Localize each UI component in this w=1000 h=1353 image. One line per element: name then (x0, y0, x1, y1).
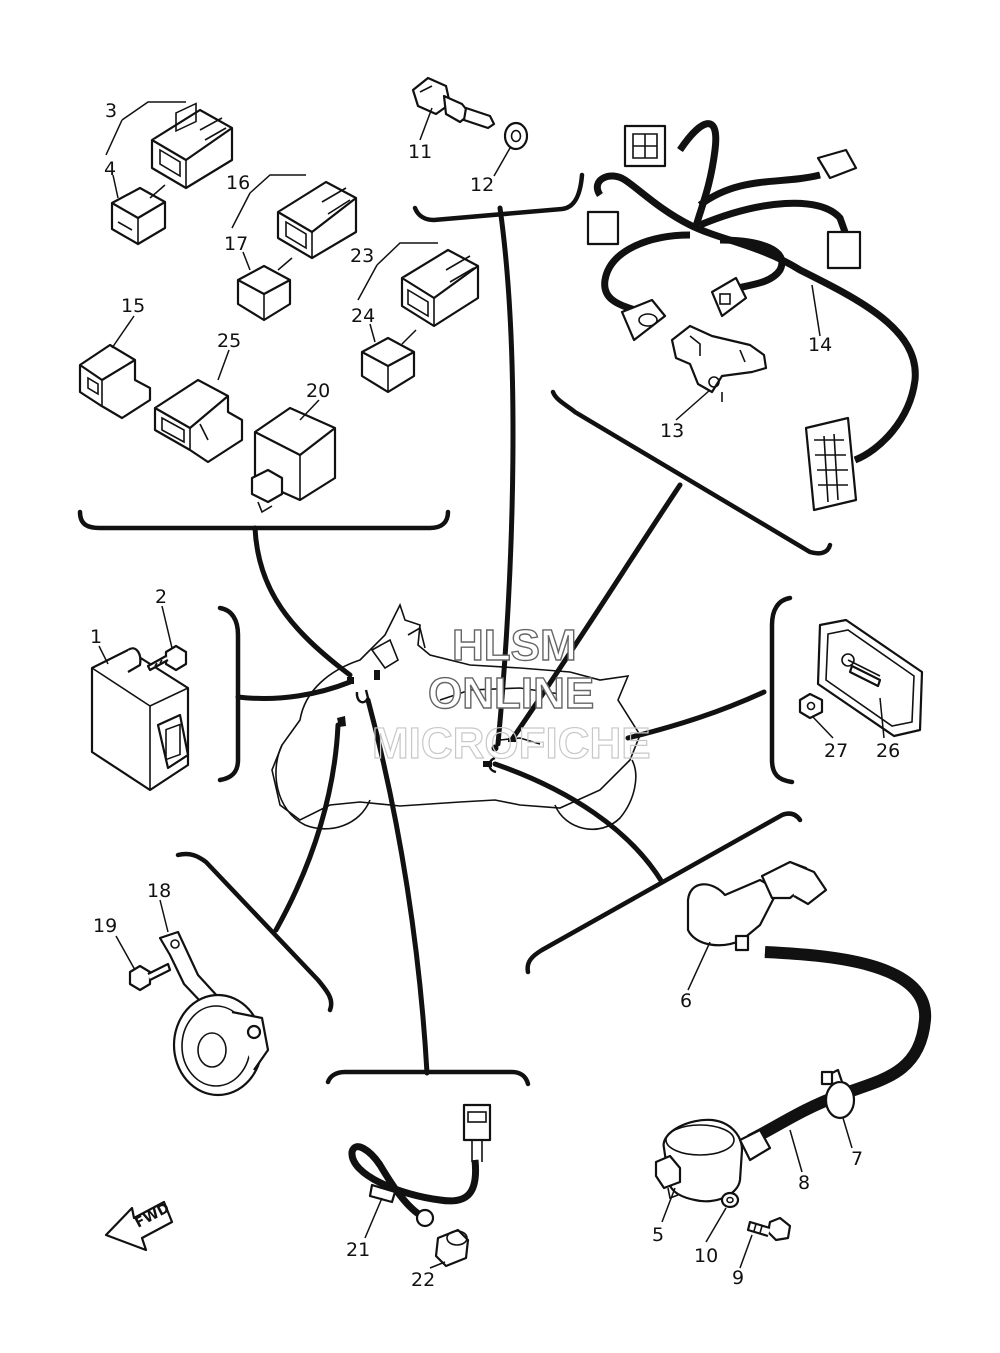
high-tension-cord-8[interactable] (747, 946, 932, 1146)
coupler-23[interactable] (400, 248, 480, 328)
motorcycle-silhouette (271, 602, 641, 831)
callout-25: 25 (217, 330, 241, 352)
callout-22: 22 (411, 1269, 435, 1291)
wire-harness-14[interactable] (586, 120, 919, 512)
callout-5: 5 (652, 1224, 664, 1246)
coupler-cover-4[interactable] (110, 186, 167, 246)
relay-20[interactable] (250, 406, 337, 514)
horn[interactable] (172, 993, 270, 1097)
callout-23: 23 (350, 245, 374, 267)
bolt-19[interactable] (128, 962, 172, 992)
washer-10[interactable] (720, 1191, 740, 1209)
group-brackets (77, 172, 833, 1087)
callout-20: 20 (306, 380, 330, 402)
clamp-7[interactable] (820, 1068, 856, 1120)
callout-leaders (98, 101, 885, 1269)
bolt-2[interactable] (146, 644, 188, 672)
damper-22[interactable] (434, 1228, 470, 1268)
watermark-line-3: MICROFICHE (372, 719, 651, 768)
callout-9: 9 (732, 1267, 744, 1289)
connector-lines (235, 205, 767, 1076)
sensor-11[interactable] (411, 76, 496, 130)
washer-12[interactable] (503, 121, 529, 151)
coupler-16[interactable] (276, 180, 358, 260)
callout-4: 4 (104, 158, 116, 180)
callout-6: 6 (680, 990, 692, 1012)
callout-12: 12 (470, 174, 494, 196)
watermark-line-2: ONLINE (428, 669, 594, 718)
fwd-arrow: FWD (104, 1200, 174, 1252)
callout-numbers: 3 4 16 17 23 24 15 25 20 11 12 14 13 1 2… (90, 100, 900, 1291)
callout-7: 7 (851, 1148, 863, 1170)
callout-18: 18 (147, 880, 171, 902)
callout-14: 14 (808, 334, 832, 356)
callout-11: 11 (408, 141, 432, 163)
coupler-15[interactable] (78, 343, 152, 420)
callout-1: 1 (90, 626, 102, 648)
coupler-cover-24[interactable] (360, 336, 416, 394)
callout-2: 2 (155, 586, 167, 608)
callout-13: 13 (660, 420, 684, 442)
lead-wire-21[interactable] (348, 1103, 492, 1228)
callout-10: 10 (694, 1245, 718, 1267)
sensor-13[interactable] (670, 324, 768, 402)
lead-16-17 (277, 257, 293, 271)
ignition-coil-5[interactable] (654, 1118, 772, 1203)
callout-17: 17 (224, 233, 248, 255)
watermark-line-1: HLSM (452, 621, 577, 670)
callout-19: 19 (93, 915, 117, 937)
callout-8: 8 (798, 1172, 810, 1194)
lead-23-24 (401, 329, 417, 345)
nut-27[interactable] (798, 692, 824, 720)
watermark: HLSM ONLINE MICROFICHE (371, 620, 651, 768)
regulator-1[interactable] (90, 647, 190, 792)
callout-15: 15 (121, 295, 145, 317)
callout-21: 21 (346, 1239, 370, 1261)
callout-3: 3 (105, 100, 117, 122)
lead-3-4 (149, 184, 166, 199)
callout-27: 27 (824, 740, 848, 762)
coupler-cover-17[interactable] (236, 264, 292, 322)
bolt-9[interactable] (746, 1216, 792, 1242)
spark-plug-cap-6[interactable] (686, 860, 828, 952)
callout-16: 16 (226, 172, 250, 194)
callout-26: 26 (876, 740, 900, 762)
callout-24: 24 (351, 305, 375, 327)
coupler-3[interactable] (150, 102, 234, 190)
screw-26 (848, 664, 882, 688)
coupler-25[interactable] (153, 378, 244, 464)
